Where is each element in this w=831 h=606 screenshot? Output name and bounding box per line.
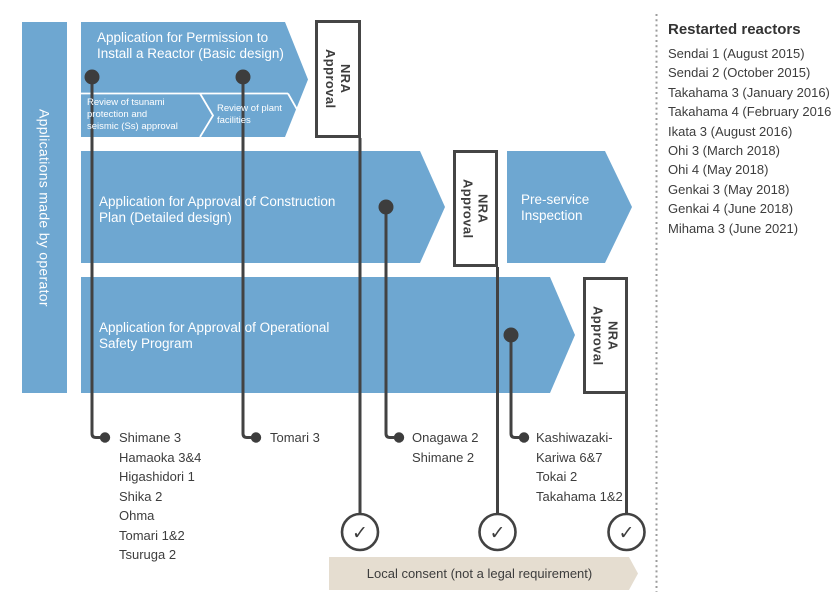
nra-line2: Approval <box>460 178 476 239</box>
review-band-chevron-divider <box>199 93 215 138</box>
list-dot-construction <box>393 432 405 443</box>
reactor-list-item: Takahama 1&2 <box>536 488 623 504</box>
restarted-reactors-title: Restarted reactors <box>668 21 801 38</box>
pre-service-inspection-label: Pre-service Inspection <box>521 192 590 223</box>
list-dot-install-review <box>99 432 111 443</box>
reactor-list-item: Tokai 2 <box>536 469 578 484</box>
list-dot-plant-facilities <box>250 432 262 443</box>
restarted-reactor-item: Takahama 3 (January 2016) <box>668 84 830 100</box>
reactor-list-item: Shimane 2 <box>412 449 475 465</box>
nra-line2: Approval <box>323 49 338 109</box>
milestone-dot-plant-facilities <box>235 69 251 85</box>
list-construction-plan-review: Onagawa 2 Shimane 2 <box>412 428 522 467</box>
consent-check-circle-3 <box>607 512 646 552</box>
check-icon: ✓ <box>490 523 506 544</box>
restarted-reactors-list: Sendai 1 (August 2015) Sendai 2 (October … <box>668 44 831 238</box>
restarted-reactor-item: Sendai 1 (August 2015) <box>668 46 805 61</box>
nra-approval-label: NRA Approval <box>461 179 491 239</box>
consent-check-circle-1 <box>340 512 380 552</box>
reactor-list-item: Onagawa 2 <box>412 430 479 445</box>
local-consent-arrow <box>329 557 638 590</box>
list-dot-operational <box>518 432 530 443</box>
plant-facilities-review-label: Review of plant facilities <box>217 103 282 127</box>
plant-facilities-chevron-tip <box>287 93 302 138</box>
pre-service-inspection-arrow <box>507 151 632 263</box>
restarted-reactor-item: Genkai 3 (May 2018) <box>668 181 790 197</box>
nra-approval-box-3: NRA Approval <box>583 277 628 394</box>
local-consent-label: Local consent (not a legal requirement) <box>366 566 593 581</box>
nra-approval-box-2: NRA Approval <box>453 150 498 267</box>
milestone-dot-construction <box>378 199 394 215</box>
operational-safety-label: Application for Approval of Operational … <box>99 320 330 351</box>
list-plant-facilities-review: Tomari 3 <box>270 428 380 448</box>
construction-application-label: Application for Approval of Construction… <box>99 194 336 225</box>
milestone-dot-tsunami-review <box>84 69 100 85</box>
restarted-reactor-item: Ohi 4 (May 2018) <box>668 162 769 178</box>
construction-application-arrow <box>81 151 445 263</box>
connector-operational-list <box>509 335 519 439</box>
connector-construction-list <box>384 207 394 439</box>
connector-plant-facilities-list <box>241 77 251 439</box>
install-application-label: Application for Permission to Install a … <box>97 30 284 61</box>
reactor-list-item: Tomari 1&2 <box>119 527 185 543</box>
tsunami-review-line: seismic (Ss) approval <box>87 121 178 133</box>
reactor-list-item: Ohma <box>119 508 155 523</box>
nra-line1: NRA <box>605 320 621 351</box>
nra-line1: NRA <box>338 64 353 94</box>
restarted-reactor-item: Genkai 4 (June 2018) <box>668 201 794 217</box>
reactor-list-item: Hamaoka 3&4 <box>119 449 202 465</box>
reactor-list-item: Kashiwazaki-Kariwa 6&7 <box>536 430 613 465</box>
nra-line1: NRA <box>475 193 491 224</box>
reactor-list-item: Shimane 3 <box>119 430 182 445</box>
restarted-reactor-item: Ohi 3 (March 2018) <box>668 143 780 159</box>
reactor-list-item: Tsuruga 2 <box>119 547 177 562</box>
check-icon: ✓ <box>619 523 635 544</box>
applications-by-operator-label: Applications made by operator <box>36 108 53 307</box>
milestone-dot-operational <box>503 327 519 343</box>
applications-by-operator-bar: Applications made by operator <box>22 22 67 393</box>
operational-safety-arrow <box>81 277 575 393</box>
restarted-reactor-item: Ikata 3 (August 2016) <box>668 123 793 139</box>
connector-install-review-list <box>90 77 100 439</box>
tsunami-review-line: Review of tsunami <box>87 97 165 108</box>
nra-line2: Approval <box>590 305 606 366</box>
restarted-reactor-item: Takahama 4 (February 2016) <box>668 104 831 120</box>
reactor-list-item: Shika 2 <box>119 488 163 504</box>
nra-approval-label: NRA Approval <box>323 49 353 109</box>
nra-approval-label: NRA Approval <box>591 306 621 366</box>
restarted-reactor-item: Mihama 3 (June 2021) <box>668 220 799 236</box>
tsunami-review-line: protection and <box>87 109 148 121</box>
reactor-list-item: Higashidori 1 <box>119 469 195 484</box>
restarted-reactor-item: Sendai 2 (October 2015) <box>668 65 811 81</box>
reactor-list-item: Tomari 3 <box>270 430 320 445</box>
consent-check-circle-2 <box>478 512 517 552</box>
nra-approval-box-1: NRA Approval <box>315 20 361 138</box>
install-application-arrow <box>81 22 308 137</box>
check-icon: ✓ <box>352 523 368 544</box>
